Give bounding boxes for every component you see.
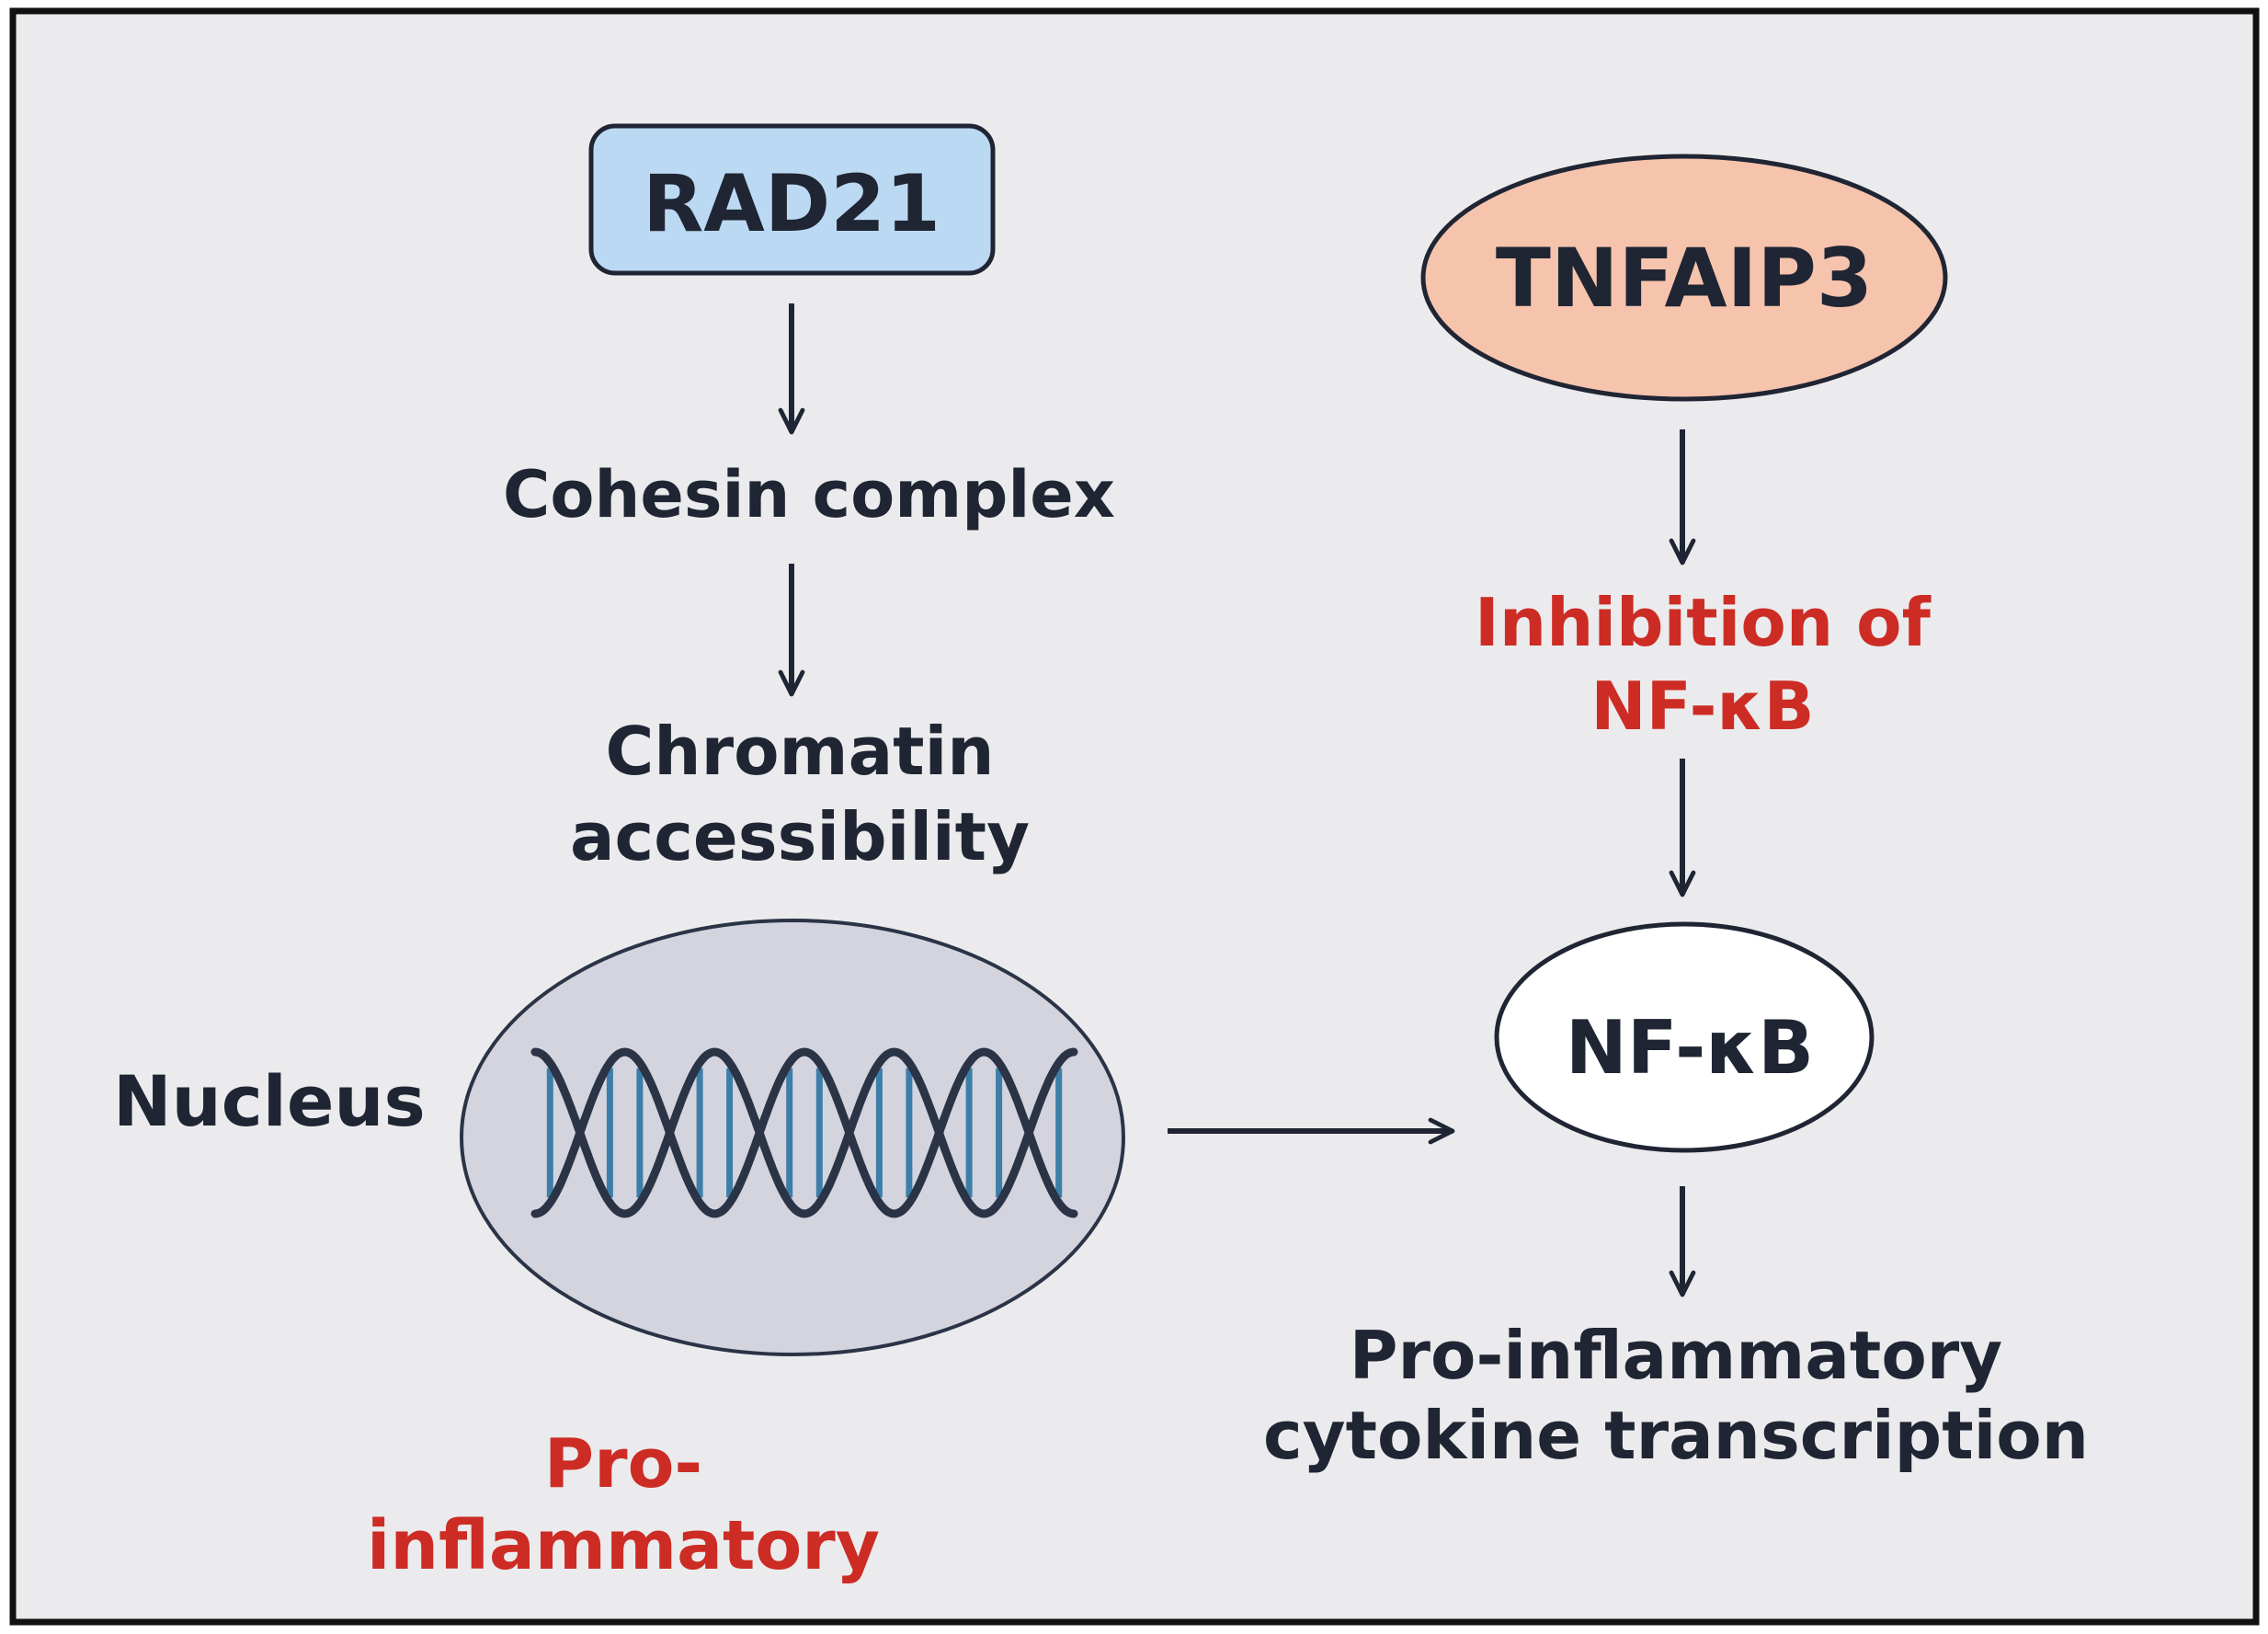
output-label-line2: cytokine transcription — [1263, 1397, 2089, 1474]
nucleus-label: Nucleus — [113, 1060, 426, 1142]
inhibition-label-line2: NF-κB — [1590, 668, 1814, 745]
tnfaip3-ellipse — [1420, 154, 1948, 402]
nfkb-node: NF-κB — [1494, 921, 1875, 1153]
pro-inflammatory-label-line2: inflammatory — [367, 1506, 880, 1585]
tnfaip3-label: TNFAIP3 — [1496, 231, 1873, 326]
nucleus — [460, 919, 1125, 1356]
dna-double-helix-icon — [530, 1047, 1078, 1218]
rad21-box — [588, 123, 996, 276]
inhibition-label-line1: Inhibition of — [1475, 584, 1932, 661]
output-label-line1: Pro-inflammatory — [1350, 1317, 2002, 1394]
outer-frame — [9, 7, 2260, 1626]
tnfaip3-node: TNFAIP3 — [1420, 154, 1948, 402]
nfkb-ellipse — [1494, 921, 1875, 1153]
rad21-label: RAD21 — [643, 158, 940, 250]
cohesin-complex-label: Cohesin complex — [503, 457, 1115, 532]
nfkb-label: NF-κB — [1566, 1005, 1814, 1091]
chromatin-label-line2: accessibility — [570, 798, 1030, 875]
pro-inflammatory-label-line1: Pro- — [544, 1424, 702, 1503]
chromatin-label-line1: Chromatin — [605, 713, 994, 790]
rad21-node: RAD21 — [588, 123, 996, 276]
